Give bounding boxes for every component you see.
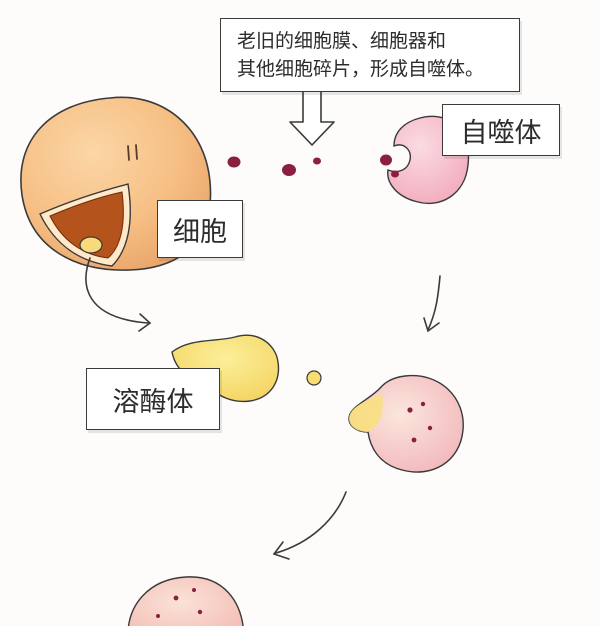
cell-cutaway bbox=[39, 183, 131, 267]
arrow-autophagosome-down-icon bbox=[423, 275, 441, 333]
cell-fragments bbox=[227, 156, 321, 176]
callout-line-2: 其他细胞碎片，形成自噬体。 bbox=[237, 58, 485, 80]
label-lysosome: 溶酶体 bbox=[86, 368, 220, 430]
arrow-to-digested-icon bbox=[272, 491, 347, 560]
callout-box: 老旧的细胞膜、细胞器和 其他细胞碎片，形成自噬体。 bbox=[220, 18, 520, 92]
down-arrow-icon bbox=[289, 92, 335, 146]
label-autophagosome: 自噬体 bbox=[442, 104, 560, 156]
digested-body bbox=[128, 576, 244, 626]
label-cell: 细胞 bbox=[157, 200, 243, 258]
arrow-cell-to-lysosome-icon bbox=[85, 257, 152, 332]
autolysosome bbox=[348, 374, 464, 473]
callout-line-1: 老旧的细胞膜、细胞器和 bbox=[237, 30, 447, 52]
